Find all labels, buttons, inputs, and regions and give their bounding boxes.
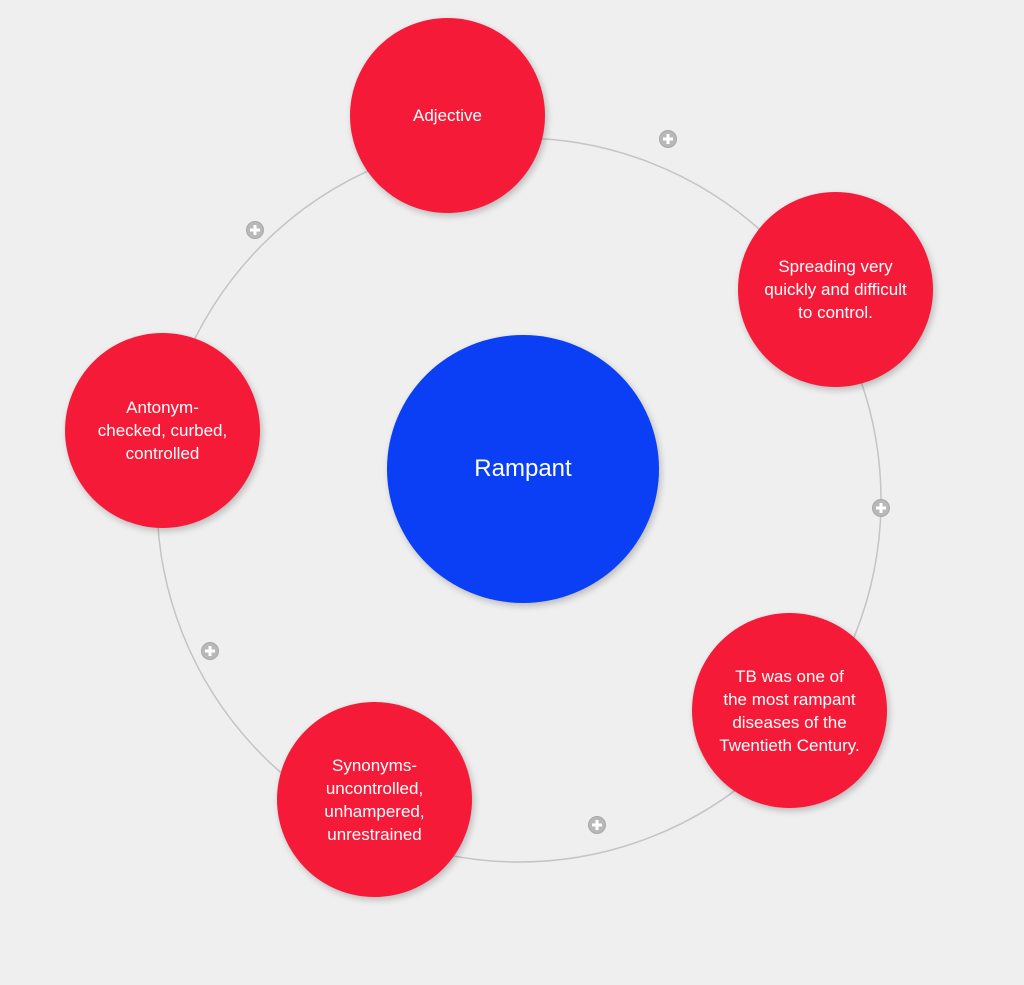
node-example[interactable]: TB was one of the most rampant diseases … (692, 613, 887, 808)
add-node-button[interactable] (872, 499, 890, 517)
node-label: Antonym- checked, curbed, controlled (97, 398, 228, 463)
add-node-button[interactable] (659, 130, 677, 148)
node-label: TB was one of the most rampant diseases … (719, 666, 860, 755)
node-adjective[interactable]: Adjective (350, 18, 545, 213)
node-antonyms[interactable]: Antonym- checked, curbed, controlled (65, 333, 260, 528)
node-label: Adjective (413, 106, 482, 125)
node-label: Spreading very quickly and difficult to … (764, 257, 907, 322)
add-node-button[interactable] (588, 816, 606, 834)
add-node-button[interactable] (246, 221, 264, 239)
node-definition[interactable]: Spreading very quickly and difficult to … (738, 192, 933, 387)
center-node[interactable]: Rampant (387, 335, 659, 603)
add-node-button[interactable] (201, 642, 219, 660)
node-label: Synonyms- uncontrolled, unhampered, unre… (324, 755, 425, 844)
node-synonyms[interactable]: Synonyms- uncontrolled, unhampered, unre… (277, 702, 472, 897)
center-node-label: Rampant (474, 455, 572, 482)
